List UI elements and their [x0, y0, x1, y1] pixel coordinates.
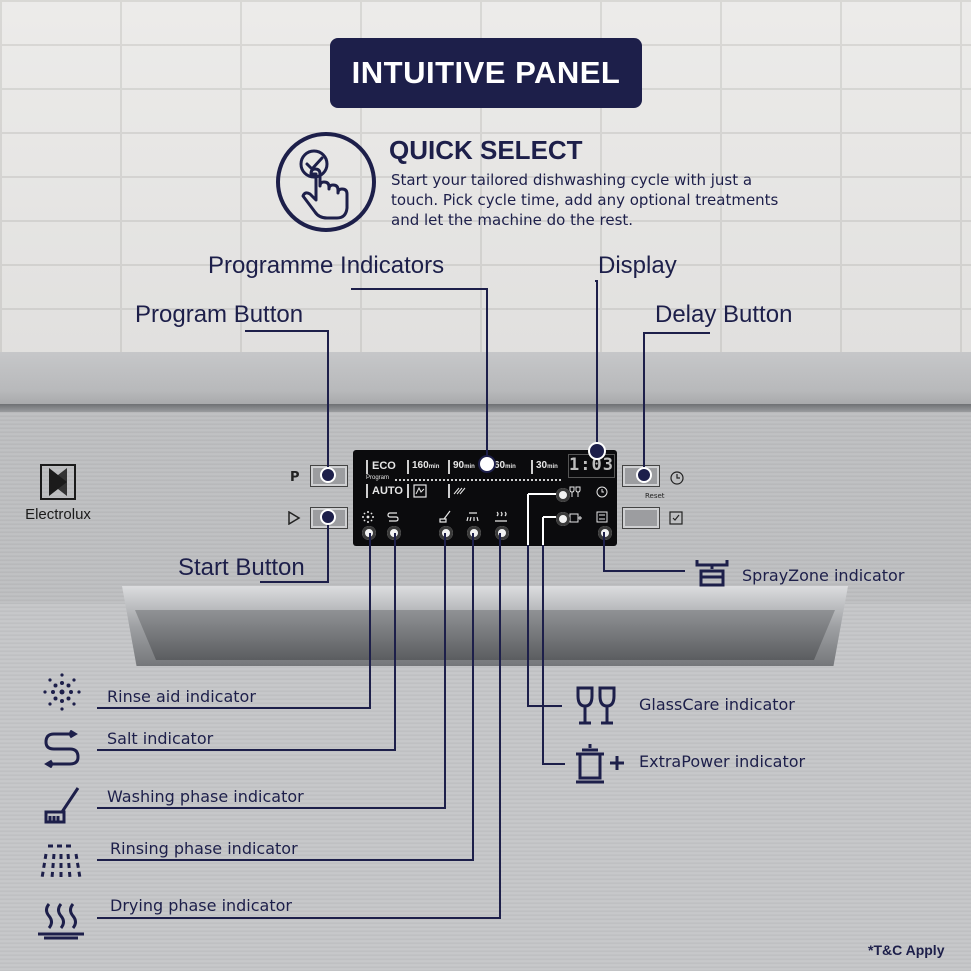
headline-banner: INTUITIVE PANEL: [330, 38, 642, 108]
start-button[interactable]: [310, 507, 348, 529]
delay-button[interactable]: [622, 465, 660, 487]
quick-select-description: Start your tailored dishwashing cycle wi…: [391, 171, 779, 229]
quick-select-touch-icon: [276, 132, 376, 232]
door-handle-recess: [135, 610, 835, 660]
programme-30[interactable]: 30min: [536, 460, 558, 471]
program-button-label: Program Button: [135, 301, 304, 328]
extrapower-led[interactable]: [556, 512, 570, 526]
glasscare-panel-icon: [569, 486, 581, 497]
washing-phase-icon: [44, 787, 80, 824]
sprayzone-led[interactable]: [598, 526, 612, 540]
terms-footnote: *T&C Apply: [868, 942, 945, 958]
salt-panel-icon: [387, 512, 399, 522]
washing-panel-icon: [439, 510, 451, 523]
salt-led: [387, 526, 401, 540]
reset-label: Reset: [645, 492, 665, 500]
quick-select-title: QUICK SELECT: [389, 135, 583, 165]
glasscare-led[interactable]: [556, 488, 570, 502]
rinsing-phase-indicator-label: Rinsing phase indicator: [110, 839, 298, 858]
auto-programme[interactable]: AUTO: [372, 485, 403, 497]
eco-programme[interactable]: ECO: [372, 460, 396, 472]
glasscare-icon: [576, 686, 616, 725]
electrolux-logo: Electrolux: [18, 464, 98, 523]
programme-60[interactable]: 60min: [494, 460, 516, 471]
options-check-icon: [669, 511, 683, 525]
rinsing-panel-icon: [466, 512, 479, 522]
rinsing-phase-led: [467, 526, 481, 540]
rinse-aid-icon: [43, 673, 81, 711]
control-panel-display: ECO 160min 90min 60min 30min Program AUT…: [353, 450, 617, 546]
programme-160[interactable]: 160min: [412, 460, 440, 471]
dishwasher-top-edge: [0, 404, 971, 412]
extrapower-indicator-label: ExtraPower indicator: [639, 752, 806, 771]
delay-clock-panel-icon: [596, 486, 608, 498]
extrapower-icon: [576, 744, 624, 784]
program-button-symbol: P: [290, 470, 300, 485]
display-label: Display: [598, 252, 677, 279]
program-button[interactable]: [310, 465, 348, 487]
salt-indicator-label: Salt indicator: [107, 729, 214, 748]
drying-phase-icon: [38, 903, 84, 940]
salt-icon: [44, 730, 80, 768]
rinsing-phase-icon: [40, 844, 82, 879]
program-dotted-line: [395, 479, 561, 481]
washing-phase-led: [439, 526, 453, 540]
program-row-label: Program: [366, 475, 390, 481]
brand-name: Electrolux: [25, 506, 91, 523]
sprayzone-panel-icon: [596, 511, 608, 523]
glasscare-indicator-label: GlassCare indicator: [639, 695, 795, 714]
rinse-aid-led: [362, 526, 376, 540]
play-icon: [288, 511, 301, 525]
programme-90[interactable]: 90min: [453, 460, 475, 471]
rinse-aid-panel-icon: [362, 511, 374, 523]
digital-time-display: 1:03: [568, 454, 615, 478]
electrolux-logo-icon: [40, 464, 76, 500]
sprayzone-icon: [695, 560, 729, 587]
start-button-label: Start Button: [178, 554, 305, 581]
quick-wash-icon: [453, 487, 466, 495]
rinse-aid-indicator-label: Rinse aid indicator: [107, 687, 256, 706]
delay-button-label: Delay Button: [655, 301, 793, 328]
reset-button[interactable]: [622, 507, 660, 529]
drying-phase-led: [495, 526, 509, 540]
programme-indicators-label: Programme Indicators: [208, 252, 445, 279]
drying-panel-icon: [495, 511, 507, 522]
extrapower-panel-icon: [569, 513, 582, 523]
pre-wash-icon: [413, 484, 427, 498]
washing-phase-indicator-label: Washing phase indicator: [107, 787, 304, 806]
drying-phase-indicator-label: Drying phase indicator: [110, 896, 292, 915]
sprayzone-indicator-label: SprayZone indicator: [742, 566, 905, 585]
delay-clock-icon: [670, 471, 684, 485]
dishwasher-top-band: [0, 352, 971, 407]
